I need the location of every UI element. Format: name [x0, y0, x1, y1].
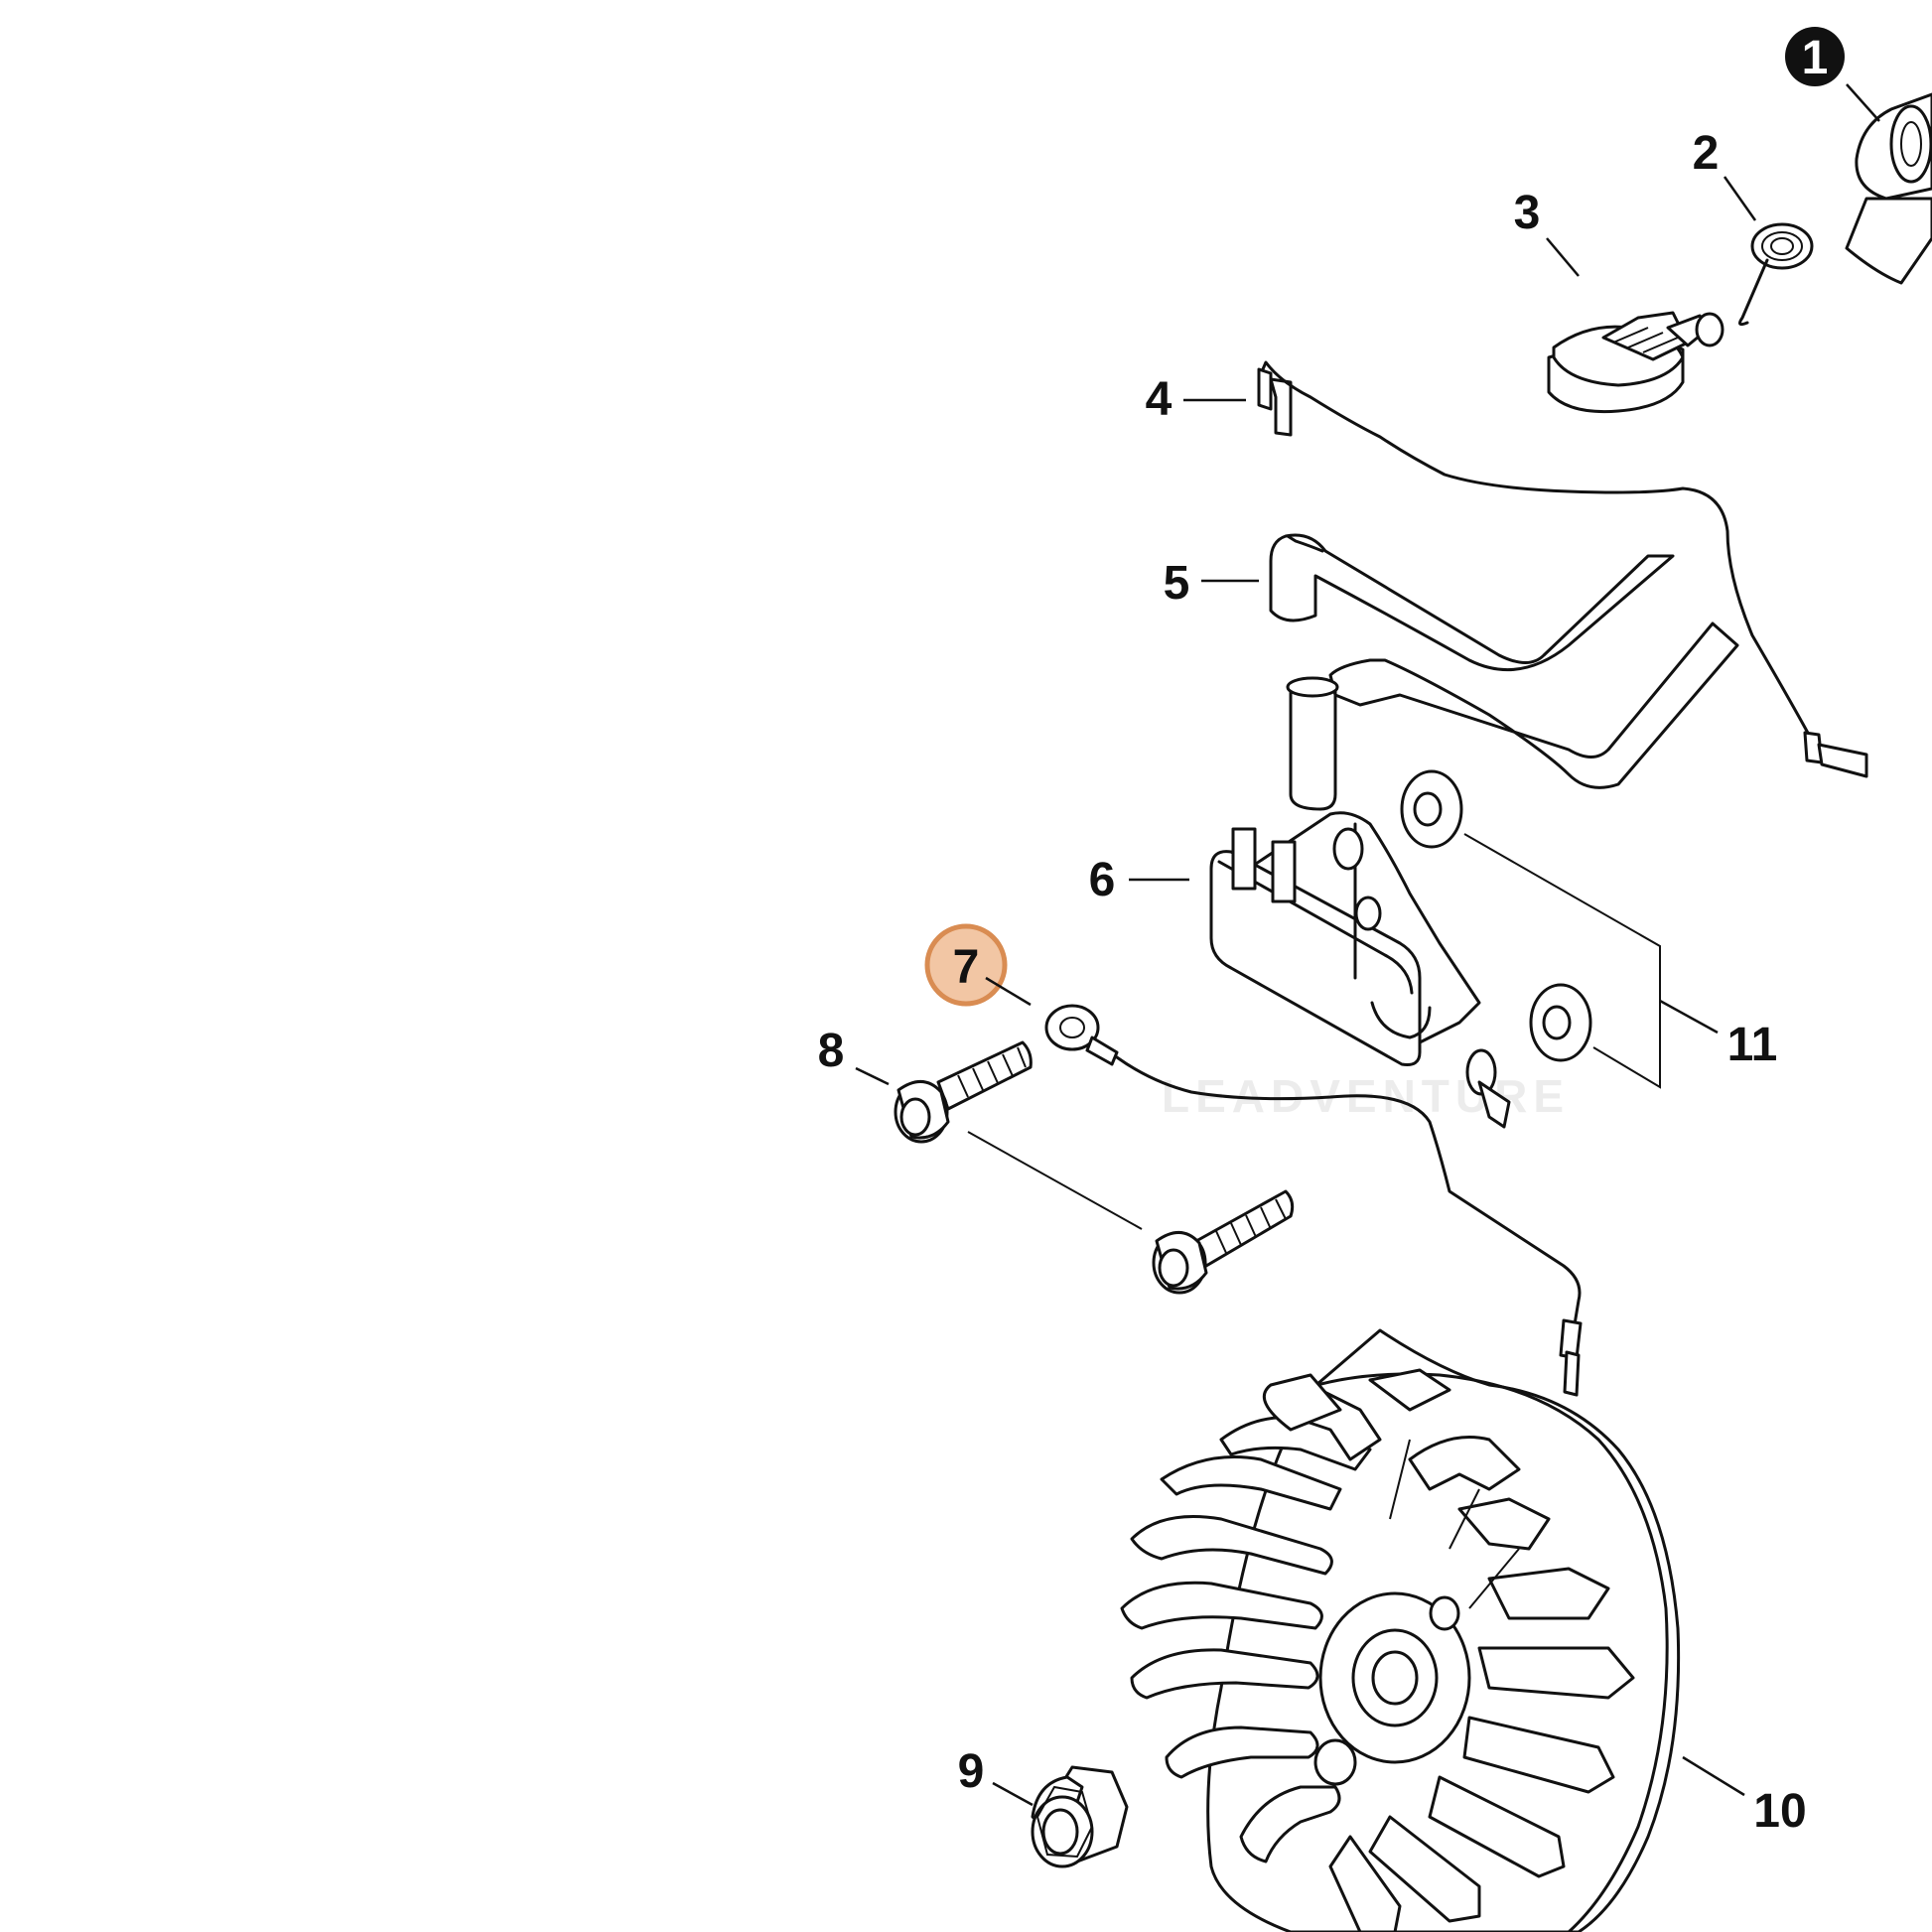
callout-3: 3	[1514, 187, 1580, 277]
ground-wire	[1044, 1004, 1583, 1397]
screw-2	[1152, 1189, 1295, 1295]
callout-2-label: 2	[1693, 127, 1720, 180]
callout-8-label: 8	[818, 1025, 845, 1077]
callout-5-label: 5	[1164, 557, 1190, 610]
spring	[1737, 222, 1814, 327]
callout-10: 10	[1682, 1755, 1807, 1838]
callout-7: 7	[924, 923, 1032, 1007]
callout-1: 1	[1785, 27, 1880, 122]
callout-4-label: 4	[1146, 373, 1173, 426]
hose	[1269, 533, 1739, 811]
callout-7-label: 7	[953, 941, 980, 994]
callout-6: 6	[1089, 854, 1189, 906]
flywheel	[1120, 1328, 1681, 1932]
callout-9: 9	[958, 1745, 1034, 1807]
callout-8: 8	[818, 1025, 890, 1086]
callout-6-label: 6	[1089, 854, 1116, 906]
screw-1	[894, 1040, 1033, 1144]
callout-2: 2	[1693, 127, 1757, 221]
screw-link-line	[967, 1131, 1143, 1230]
callout-10-label: 10	[1753, 1785, 1806, 1838]
callout-3-label: 3	[1514, 187, 1541, 239]
spark-plug-boot	[1845, 92, 1932, 285]
callout-1-label: 1	[1802, 32, 1829, 84]
callout-11-label: 11	[1727, 1019, 1778, 1071]
nut	[1031, 1765, 1129, 1868]
callout-4: 4	[1146, 373, 1246, 426]
short-circuit-wire	[1257, 360, 1868, 778]
callout-9-label: 9	[958, 1745, 985, 1798]
spacer-set	[1400, 769, 1661, 1089]
spark-plug	[1547, 311, 1725, 414]
ignition-module	[1209, 811, 1511, 1129]
callout-7-highlight	[924, 923, 1008, 1007]
callout-5: 5	[1164, 557, 1259, 610]
callout-11: 11	[1659, 999, 1778, 1071]
